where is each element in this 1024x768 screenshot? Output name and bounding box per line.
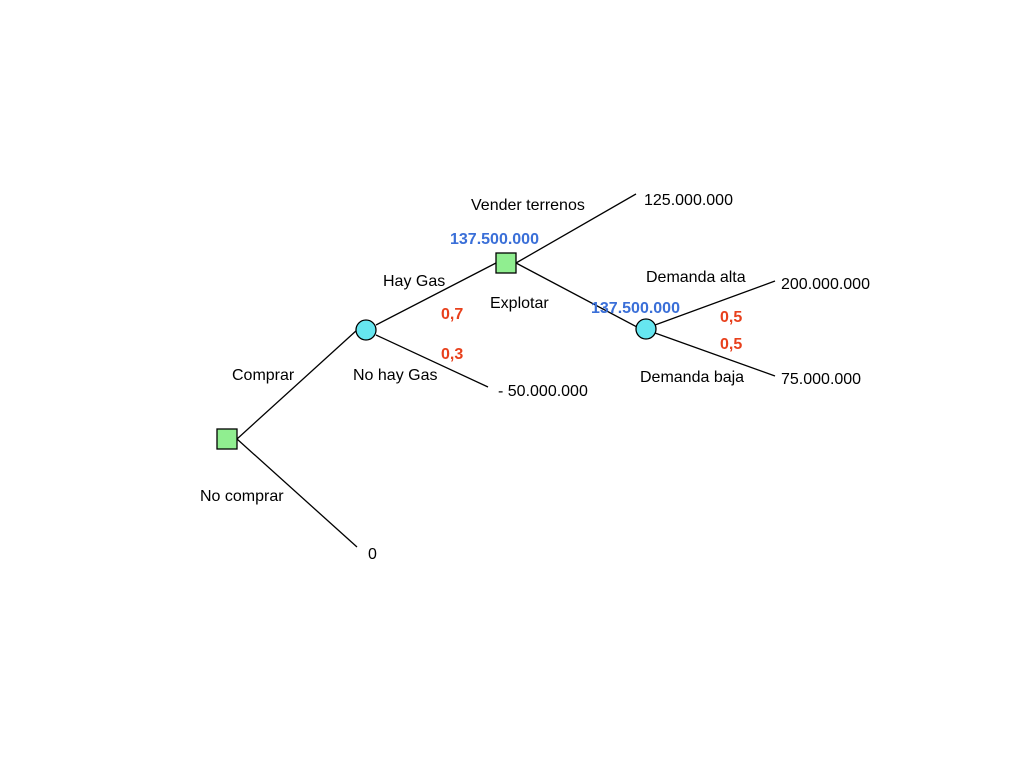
decision-node-root: [216, 428, 238, 450]
branch-label-no-hay-gas: No hay Gas: [353, 367, 437, 384]
probability-demanda-alta: 0,5: [720, 309, 742, 326]
payoff-vender-terrenos: 125.000.000: [644, 192, 733, 209]
branch-label-hay-gas: Hay Gas: [383, 273, 445, 290]
payoff-no-comprar: 0: [368, 546, 377, 563]
edge-demanda-baja: [654, 332, 776, 377]
chance-node-demanda: [635, 318, 657, 340]
branch-label-vender-terrenos: Vender terrenos: [471, 197, 585, 214]
payoff-no-hay-gas: - 50.000.000: [498, 383, 588, 400]
chance-node-gas: [355, 319, 377, 341]
branch-label-demanda-baja: Demanda baja: [640, 369, 744, 386]
edge-no-comprar: [236, 438, 358, 548]
probability-no-hay-gas: 0,3: [441, 346, 463, 363]
branch-label-explotar: Explotar: [490, 295, 549, 312]
probability-demanda-baja: 0,5: [720, 336, 742, 353]
payoff-demanda-baja: 75.000.000: [781, 371, 861, 388]
edge-hay-gas: [375, 262, 497, 326]
edge-demanda-alta: [654, 280, 776, 326]
edge-explotar: [515, 262, 638, 328]
branch-label-demanda-alta: Demanda alta: [646, 269, 746, 286]
expected-value-chance-demanda: 137.500.000: [591, 300, 680, 317]
branch-label-no-comprar: No comprar: [200, 488, 284, 505]
expected-value-decision: 137.500.000: [450, 231, 539, 248]
edge-comprar: [236, 329, 358, 440]
payoff-demanda-alta: 200.000.000: [781, 276, 870, 293]
decision-node-vender-explotar: [495, 252, 517, 274]
branch-label-comprar: Comprar: [232, 367, 295, 384]
edge-no-hay-gas: [375, 334, 489, 388]
edge-vender-terrenos: [515, 193, 637, 264]
probability-hay-gas: 0,7: [441, 306, 463, 323]
